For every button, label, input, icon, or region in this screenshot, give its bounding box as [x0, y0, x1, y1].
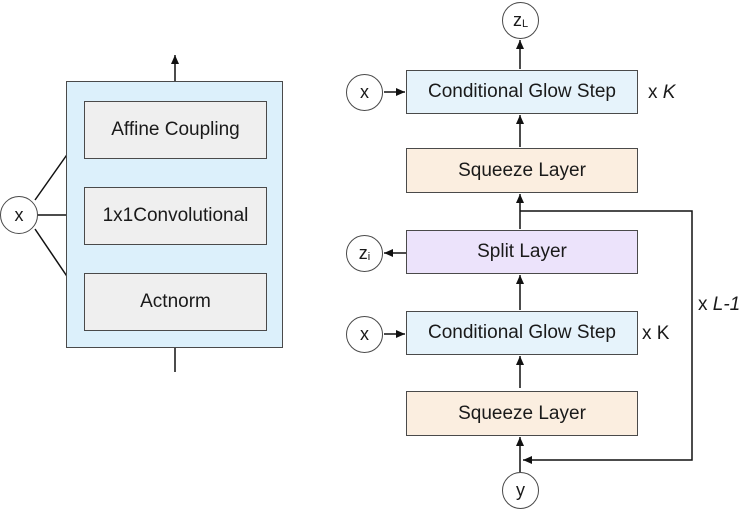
- z-i-main: z: [358, 243, 368, 263]
- input-x-node-mid: x: [346, 316, 383, 353]
- squeeze-layer-bottom: Squeeze Layer: [406, 391, 638, 436]
- affine-coupling-block: Affine Coupling: [84, 101, 267, 159]
- repeat-k-top: x K: [648, 82, 675, 104]
- input-x-node-top: x: [346, 74, 383, 111]
- z-i-subscript: i: [367, 250, 371, 263]
- actnorm-block: Actnorm: [84, 273, 267, 331]
- z-l-subscript: L: [521, 17, 529, 30]
- repeat-l-x: x: [698, 294, 708, 315]
- squeeze-layer-top: Squeeze Layer: [406, 148, 638, 193]
- repeat-k-top-x: x: [648, 82, 658, 103]
- repeat-l-minus-1: x L-1: [698, 294, 740, 316]
- repeat-k-top-k: K: [662, 82, 676, 103]
- repeat-k-mid: x K: [642, 323, 670, 344]
- conv-1x1-block: 1x1Convolutional: [84, 187, 267, 245]
- conditional-glow-step-mid: Conditional Glow Step: [406, 311, 638, 355]
- input-y-node: y: [502, 472, 539, 509]
- z-l-main: z: [512, 10, 522, 30]
- split-layer: Split Layer: [406, 230, 638, 274]
- loop-connector: [520, 210, 693, 464]
- conditional-glow-step-top: Conditional Glow Step: [406, 70, 638, 114]
- repeat-l-value: L-1: [712, 294, 741, 315]
- input-x-node: x: [0, 196, 38, 234]
